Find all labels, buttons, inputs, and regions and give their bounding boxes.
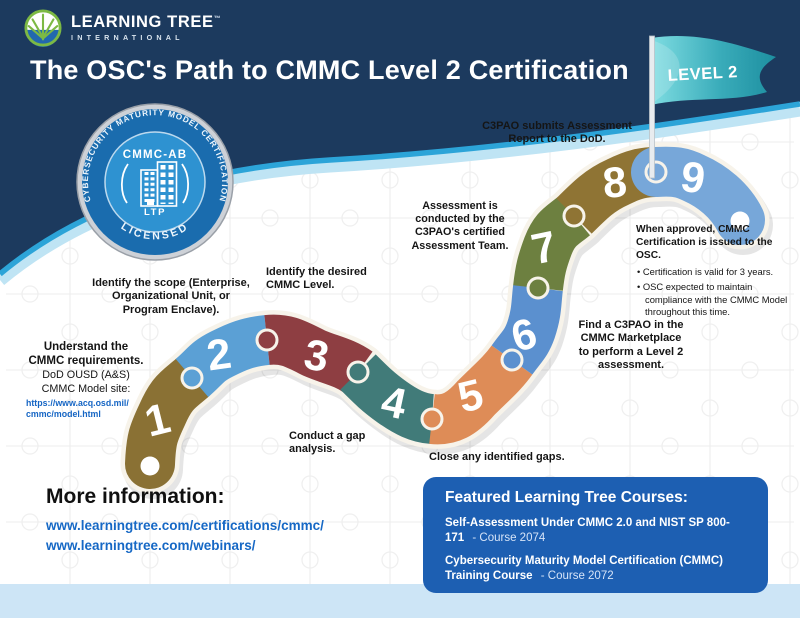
cmmc-model-link[interactable]: https://www.acq.osd.mil/ cmmc/model.html: [26, 398, 129, 420]
step-6-label: Find a C3PAO in the CMMC Marketplace to …: [578, 319, 684, 372]
step-9-bullet: • Certification is valid for 3 years.: [637, 266, 774, 278]
puzzle-piece-9: [631, 146, 765, 245]
puzzle-piece-4: [340, 354, 435, 444]
step-1-label: Understand the CMMC requirements.: [28, 341, 144, 368]
trademark-symbol: ™: [213, 15, 222, 23]
learning-tree-logo-icon: [24, 9, 62, 47]
puzzle-knob: [526, 276, 550, 300]
laurel-icon: [120, 163, 190, 204]
more-information-title: More information:: [46, 485, 225, 508]
course-item: Self-Assessment Under CMMC 2.0 and NIST …: [445, 516, 746, 546]
curve-accent-light: [0, 103, 800, 285]
certification-badge: CYBERSECURITY MATURITY MODEL CERTIFICATI…: [76, 103, 234, 261]
puzzle-knob: [180, 366, 204, 390]
puzzle-knob: [255, 328, 279, 352]
brand-name: LEARNING TREE™: [71, 12, 222, 31]
course-name: Cybersecurity Maturity Model Certificati…: [445, 554, 723, 582]
badge-ltp-label: LTP: [144, 207, 166, 218]
page-title: The OSC's Path to CMMC Level 2 Certifica…: [30, 55, 629, 85]
puzzle-piece-1: [125, 353, 217, 489]
badge-cmmc-ab-label: CMMC-AB: [123, 149, 188, 161]
puzzle-socket: [730, 211, 750, 231]
puzzle-piece-3: [264, 314, 373, 393]
course-code: - Course 2074: [472, 531, 546, 544]
puzzle-knob: [644, 160, 668, 184]
step-8-label: C3PAO submits Assessment Report to the D…: [482, 120, 632, 146]
flagpole: [649, 35, 655, 179]
puzzle-knob: [420, 407, 444, 431]
step-1-block: Understand the CMMC requirements. DoD OU…: [20, 340, 152, 421]
featured-courses-box: Featured Learning Tree Courses: Self-Ass…: [423, 477, 768, 593]
brand-subtitle: INTERNATIONAL: [71, 33, 184, 43]
level2-flag: LEVEL 2: [651, 36, 776, 105]
puzzle-piece-2: [175, 315, 271, 397]
puzzle-knob: [562, 204, 586, 228]
certifications-link[interactable]: www.learningtree.com/certifications/cmmc…: [46, 518, 324, 533]
step-2-label: Identify the scope (Enterprise, Organiza…: [92, 277, 250, 316]
course-item: Cybersecurity Maturity Model Certificati…: [445, 554, 746, 584]
step-9-label: When approved, CMMC Certification is iss…: [636, 224, 773, 261]
more-information-block: More information: www.learningtree.com/c…: [46, 485, 324, 557]
puzzle-knob: [346, 360, 370, 384]
building-icon: [140, 161, 178, 207]
step-1-subtext: DoD OUSD (A&S) CMMC Model site:: [41, 369, 131, 395]
brand-logo: LEARNING TREE™ INTERNATIONAL: [24, 9, 221, 47]
step-5-label: Close any identified gaps.: [429, 451, 565, 463]
step-number-8: 8: [601, 158, 629, 208]
puzzle-piece-5: [429, 345, 533, 445]
step-4-label: Conduct a gap analysis.: [289, 430, 366, 456]
step-9-block: When approved, CMMC Certification is iss…: [636, 224, 794, 318]
flag-label: LEVEL 2: [667, 63, 738, 85]
course-code: - Course 2072: [540, 569, 614, 582]
course-name: Self-Assessment Under CMMC 2.0 and NIST …: [445, 517, 730, 544]
puzzle-path: 1 2 3 4 5 6 7 8 9: [120, 142, 773, 499]
puzzle-socket: [140, 456, 160, 476]
webinars-link[interactable]: www.learningtree.com/webinars/: [46, 538, 256, 554]
puzzle-piece-7: [513, 196, 591, 291]
step-7-label: Assessment is conducted by the C3PAO's c…: [411, 200, 509, 252]
puzzle-knob: [500, 348, 524, 372]
step-3-label: Identify the desired CMMC Level.: [266, 266, 367, 292]
featured-courses-title: Featured Learning Tree Courses:: [445, 489, 688, 506]
puzzle-piece-6: [491, 284, 563, 375]
step-9-bullet: • OSC expected to maintain compliance wi…: [637, 281, 788, 317]
